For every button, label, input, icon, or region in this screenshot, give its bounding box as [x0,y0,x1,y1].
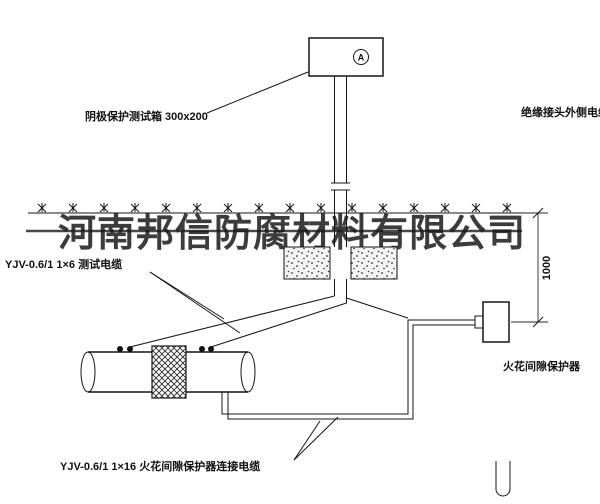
test-cable-leader-2 [149,271,241,334]
dimension-1000: 1000 [511,207,553,328]
connection-cable-leader-1 [293,420,321,461]
spark-gap-protector-terminal [474,315,484,329]
spark-gap-protector-label: 火花间隙保护器 [503,359,581,373]
dimension-value: 1000 [541,256,553,280]
concrete-block-right [350,246,398,280]
spark-gap-protector [474,301,510,343]
pipe-end-right [240,351,256,393]
test-box: A [308,37,384,77]
test-box-label: 阴极保护测试箱 300x200 [85,109,208,123]
ground-line [28,202,524,214]
test-box-outline [308,37,384,77]
connection-cable-leader-2 [293,416,339,461]
test-cable-line-2 [210,298,347,348]
watermark: 河南邦信防腐材料有限公司 [26,213,525,255]
insulation-joint-cable-label: 绝缘接头外侧电缆 [521,105,600,119]
weld-dot [117,346,123,352]
concrete-block-left [283,246,331,280]
terminal-circle-icon [353,49,369,65]
test-post [331,76,350,298]
leader-lines [149,71,339,461]
cables [117,295,409,352]
test-box-leader [206,71,309,114]
weld-dot [208,346,214,352]
pipe-coupling [151,345,187,399]
test-cable-label: YJV-0.6/1 1×6 测试电缆 [5,257,122,271]
spark-gap-cable-label: YJV-0.6/1 1×16 火花间隙保护器连接电缆 [60,459,260,473]
spark-gap-feed-line [346,297,409,319]
pipeline [80,345,256,399]
weld-dot [199,346,205,352]
weld-dot [127,346,133,352]
concrete-foundation [283,246,398,280]
test-cable-line-1 [129,295,335,348]
legend-symbol [495,461,511,497]
terminal-letter: A [358,53,365,63]
spark-gap-protector-body [482,301,510,343]
dimension-tick-bottom [532,316,544,328]
dimension-tick-top [532,207,544,219]
pipe-end-left [80,351,96,393]
spark-gap-connection-cable [221,319,475,420]
